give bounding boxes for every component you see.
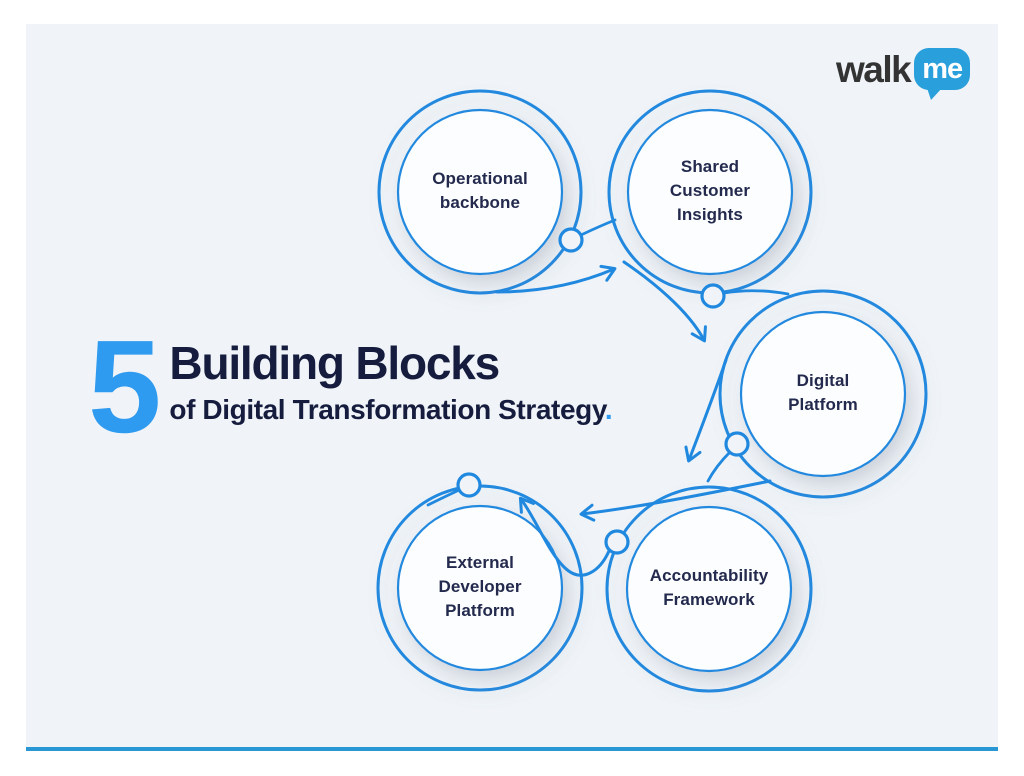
node-3-inner-circle: [739, 310, 907, 478]
node-label-shared-customer-insights: Shared Customer Insights: [669, 157, 751, 224]
title-texts: Building Blocks of Digital Transformatio…: [169, 338, 612, 425]
arrow-1-to-2: [495, 264, 617, 294]
walkme-logo-me-text: me: [922, 52, 963, 85]
page-subtitle-period: .: [604, 393, 613, 425]
arrow-4-to-5: [518, 496, 611, 577]
page-subtitle-text: of Digital Transformation Strategy: [169, 393, 605, 425]
page-title: Building Blocks: [169, 337, 500, 389]
node-4-outer-ring: [605, 485, 813, 693]
arrow-2-to-3: [622, 260, 707, 343]
walkme-logo-walk-text: walk: [836, 48, 912, 90]
node-label-digital-platform: Digital Platform: [788, 371, 858, 414]
title-number: 5: [88, 313, 161, 460]
node-1-outer-ring: [377, 89, 583, 295]
walkme-logo: walk me: [836, 48, 971, 100]
bottom-rule: [26, 747, 998, 751]
node-5-inner-circle: [396, 504, 564, 672]
dot-3-tail: [706, 450, 732, 483]
arrow-3-to-4: [684, 358, 728, 463]
node-label-external-developer-platform: External Developer Platform: [438, 553, 522, 620]
page-subtitle: of Digital Transformation Strategy.: [169, 393, 613, 426]
node-4-dot: [604, 529, 630, 555]
node-1-inner-circle: [396, 108, 564, 276]
node-2-dot: [700, 283, 726, 309]
node-2-inner-circle: [626, 108, 794, 276]
node-label-accountability-framework: Accountability Framework: [649, 566, 769, 609]
title-block: 5 Building Blocks of Digital Transformat…: [88, 313, 613, 460]
node-3-outer-ring: [718, 289, 928, 499]
node-4-inner-circle: [625, 505, 793, 673]
node-5-dot: [456, 472, 482, 498]
node-1-dot: [558, 227, 584, 253]
dot-5-tail: [426, 489, 459, 507]
walkme-logo-speech-bubble: me: [914, 48, 971, 100]
node-label-operational-backbone: Operational backbone: [432, 169, 528, 212]
node-3-dot: [724, 431, 750, 457]
arrow-to-5-horizontal: [579, 479, 772, 522]
dot-2-tail: [722, 289, 790, 296]
dot-1-tail: [579, 218, 617, 237]
